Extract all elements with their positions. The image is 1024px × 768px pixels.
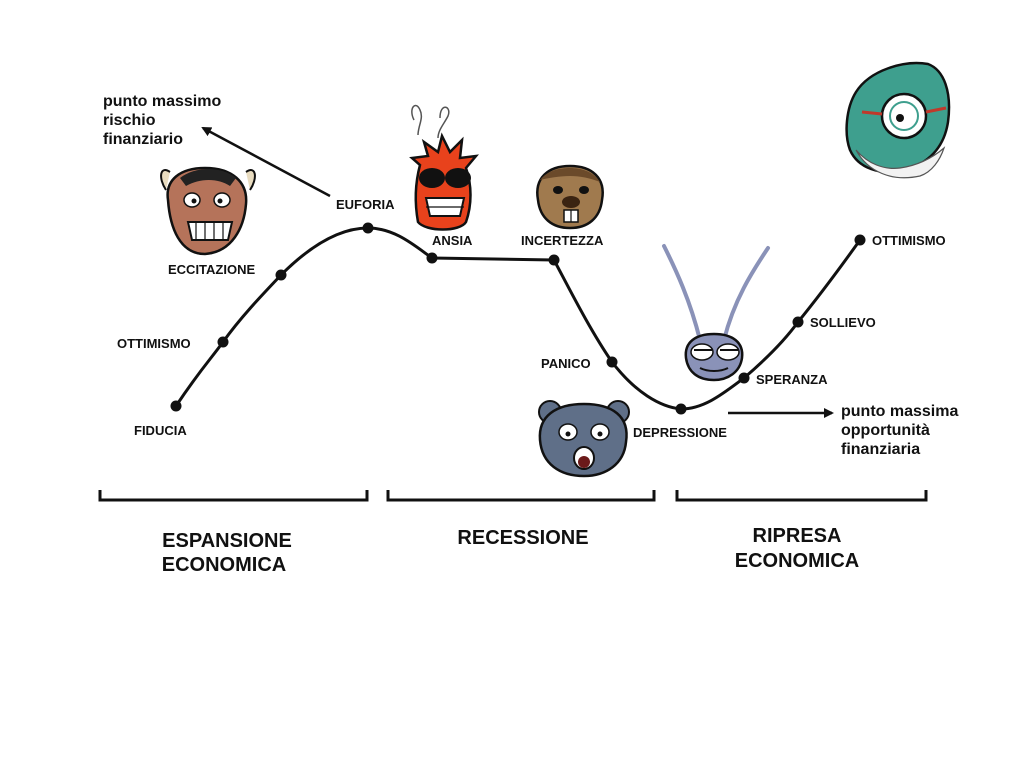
- bull-icon: [160, 166, 256, 256]
- stage-label-incertezza: INCERTEZZA: [521, 233, 604, 248]
- stage-label-speranza: SPERANZA: [756, 372, 828, 387]
- phase-label-ripresa-line-2: ECONOMICA: [735, 550, 859, 572]
- stage-dot-fiducia: [170, 400, 182, 412]
- beaver-icon: [536, 164, 604, 230]
- risk-note-line-1: punto massimo: [103, 93, 221, 110]
- stage-label-panico: PANICO: [541, 356, 591, 371]
- risk-note-line-3: finanziario: [103, 131, 183, 148]
- bear-icon: [538, 400, 630, 478]
- chameleon-icon: [845, 61, 951, 179]
- stage-dot-ottimismo-2: [854, 234, 866, 246]
- stage-dot-depressione: [675, 403, 687, 415]
- phase-label-recessione: RECESSIONE: [457, 527, 588, 549]
- opportunity-note-line-3: finanziaria: [841, 441, 920, 458]
- stage-dot-panico: [606, 356, 618, 368]
- stage-label-ottimismo-2: OTTIMISMO: [872, 233, 946, 248]
- stage-label-eccitazione: ECCITAZIONE: [168, 262, 255, 277]
- insect-icon: [662, 244, 770, 382]
- stage-dot-ansia: [426, 252, 438, 264]
- stage-dot-eccitazione: [275, 269, 287, 281]
- flame-head-icon: [409, 104, 479, 231]
- phase-bracket-espansione: [98, 490, 369, 502]
- stage-label-depressione: DEPRESSIONE: [633, 425, 727, 440]
- opportunity-note-line-1: punto massima: [841, 403, 958, 420]
- stage-label-sollievo: SOLLIEVO: [810, 315, 876, 330]
- stage-dot-ottimismo-1: [217, 336, 229, 348]
- phase-label-espansione-line-2: ECONOMICA: [162, 554, 286, 576]
- stage-label-euforia: EUFORIA: [336, 197, 395, 212]
- phase-bracket-ripresa: [675, 490, 928, 502]
- stage-dot-sollievo: [792, 316, 804, 328]
- risk-note-line-2: rischio: [103, 112, 156, 129]
- stage-dot-euforia: [362, 222, 374, 234]
- stage-label-ansia: ANSIA: [432, 233, 473, 248]
- cycle-curve: [174, 226, 862, 411]
- stage-label-ottimismo-1: OTTIMISMO: [117, 336, 191, 351]
- stage-dot-speranza: [738, 372, 750, 384]
- stage-dot-incertezza: [548, 254, 560, 266]
- phase-bracket-recessione: [386, 490, 656, 502]
- opportunity-note-line-2: opportunità: [841, 422, 930, 439]
- risk-arrow: [201, 126, 331, 198]
- phase-label-espansione-line-1: ESPANSIONE: [162, 530, 292, 552]
- phase-label-ripresa-line-1: RIPRESA: [753, 525, 842, 547]
- stage-label-fiducia: FIDUCIA: [134, 423, 187, 438]
